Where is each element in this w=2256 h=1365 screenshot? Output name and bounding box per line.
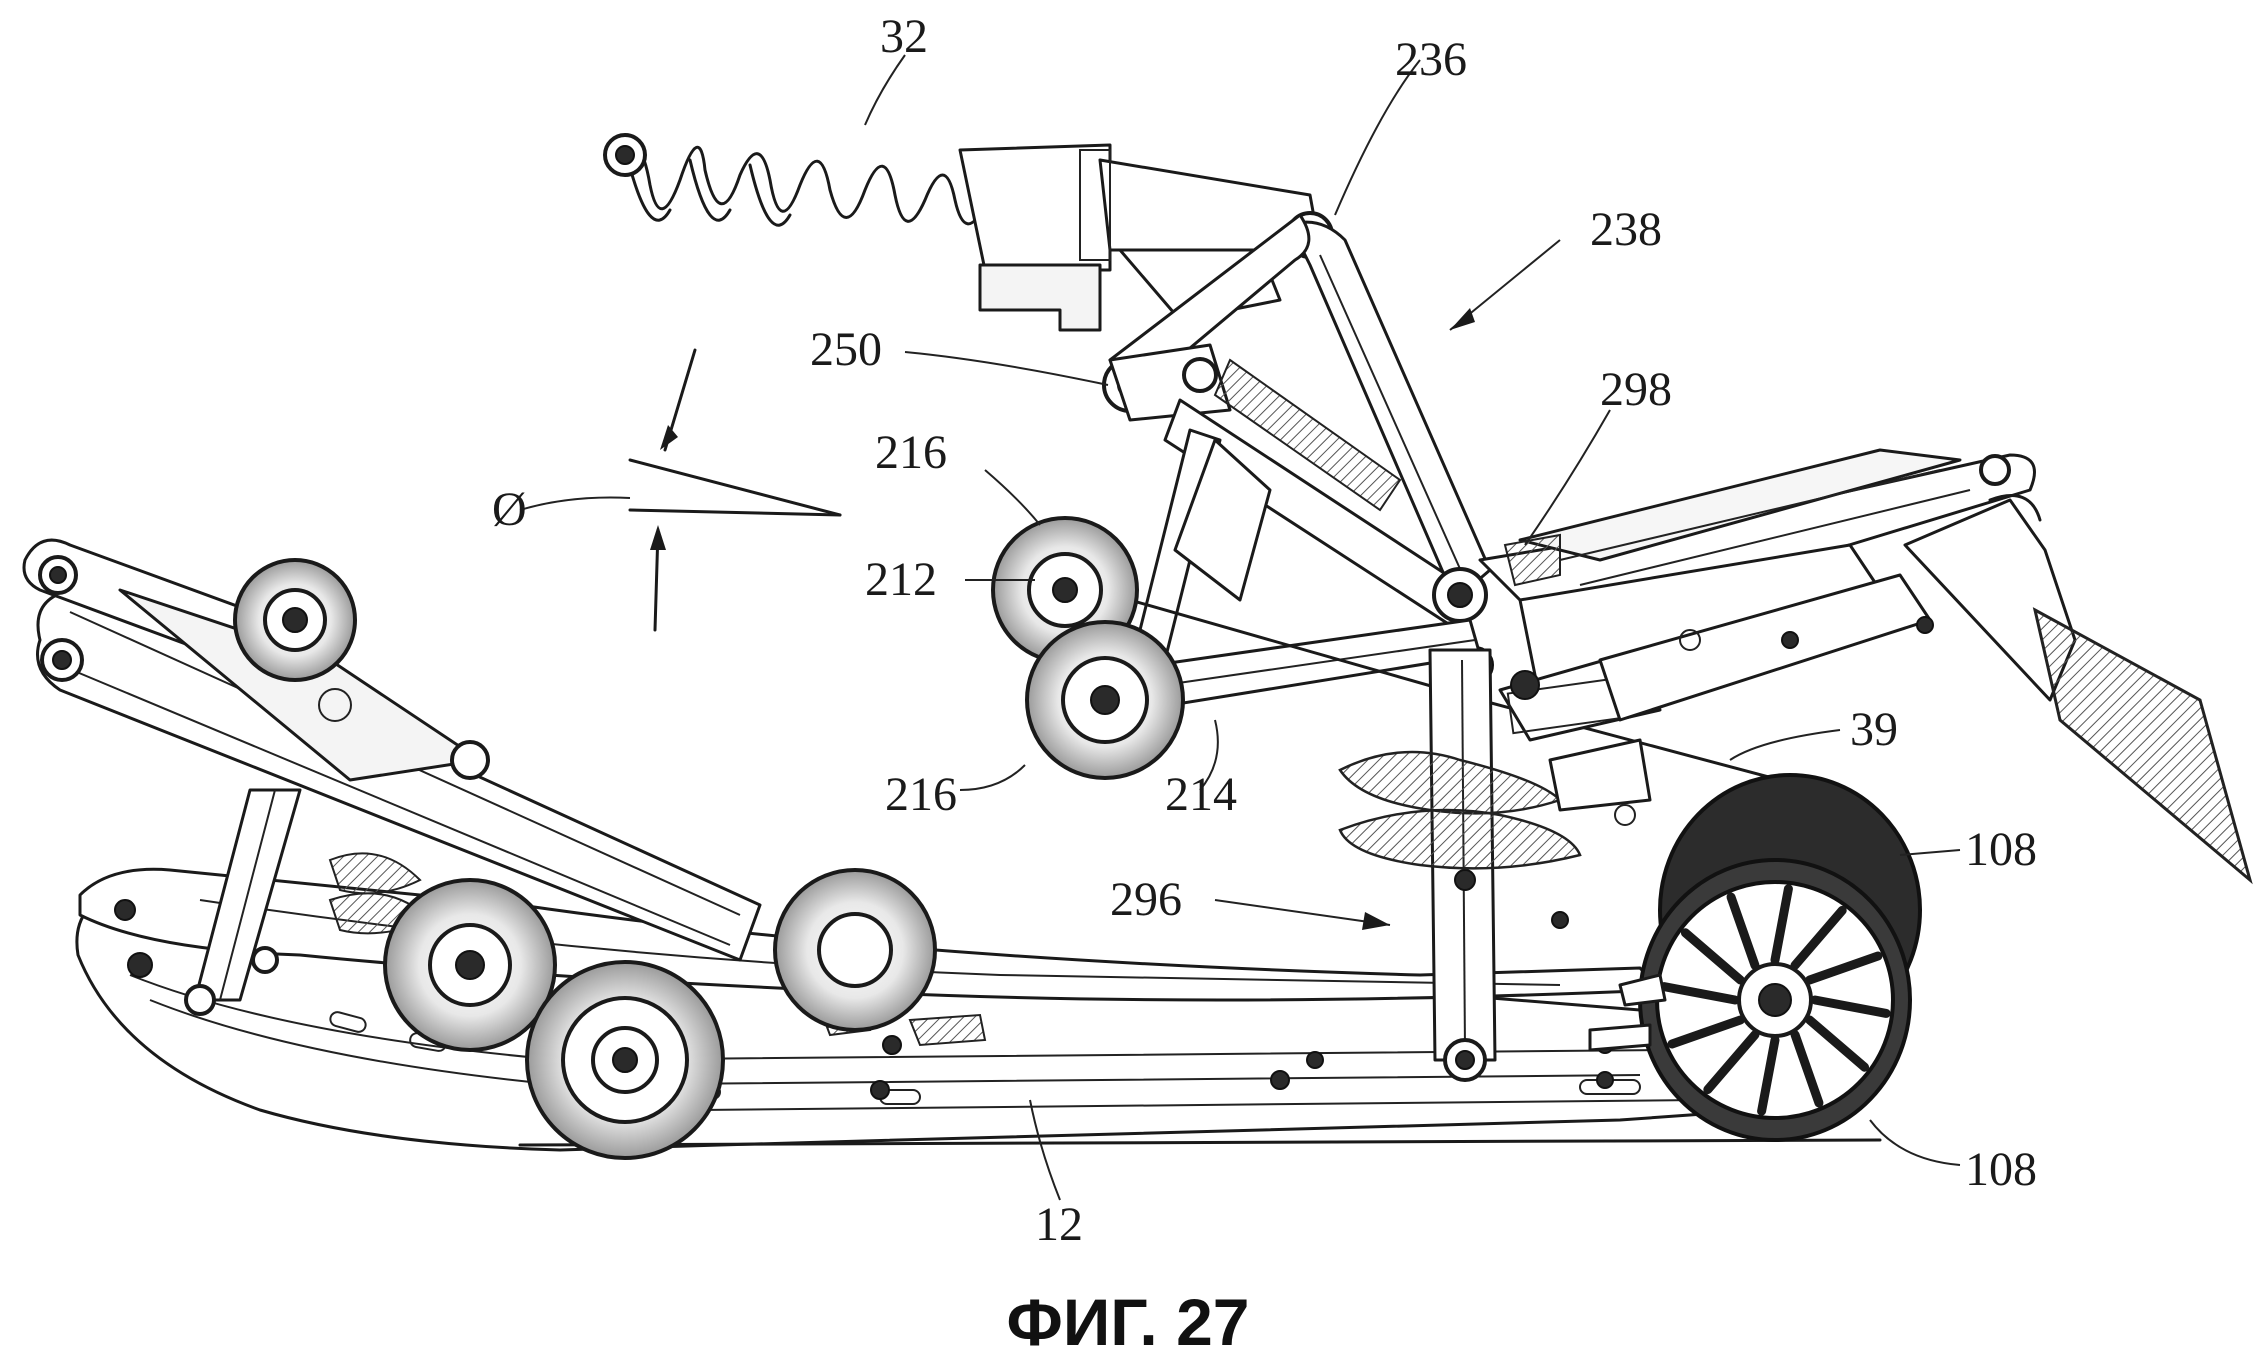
ref-108-top: 108 bbox=[1965, 823, 2037, 876]
reference-numerals: 32 236 238 250 298 216 212 216 214 39 10… bbox=[810, 10, 2037, 1251]
ref-12: 12 bbox=[1035, 1198, 1083, 1251]
wheel-spoke bbox=[1659, 982, 1740, 1005]
wheel-spoke bbox=[1805, 951, 1883, 985]
vertical-strut bbox=[1338, 648, 1582, 1082]
rocker-linkage bbox=[1102, 213, 1782, 782]
rear-idler-wheels bbox=[114, 868, 937, 1160]
front-arm bbox=[22, 538, 762, 962]
wheel-spoke bbox=[1667, 1015, 1745, 1049]
ref-250: 250 bbox=[810, 323, 882, 376]
ref-216-bottom: 216 bbox=[885, 768, 957, 821]
figure-caption: ФИГ. 27 bbox=[1006, 1285, 1249, 1359]
ref-296: 296 bbox=[1110, 873, 1182, 926]
ref-32: 32 bbox=[880, 10, 928, 63]
upper-idler-wheels bbox=[991, 516, 1185, 780]
wheel-spoke bbox=[1680, 928, 1745, 985]
rear-frame bbox=[1478, 448, 2253, 885]
ref-39: 39 bbox=[1850, 703, 1898, 756]
wheel-spoke bbox=[1757, 1035, 1780, 1116]
angle-symbol: Ø bbox=[492, 483, 527, 536]
angle-indicator: Ø bbox=[492, 348, 842, 632]
ref-216-top: 216 bbox=[875, 426, 947, 479]
rear-drive-wheels bbox=[1588, 773, 1922, 1142]
wheel-spoke bbox=[1703, 1030, 1760, 1095]
wheel-spoke bbox=[1805, 1015, 1870, 1072]
wheel-spoke bbox=[1810, 995, 1891, 1018]
ref-212: 212 bbox=[865, 553, 937, 606]
wheel-spoke bbox=[1790, 905, 1847, 970]
ref-214: 214 bbox=[1165, 768, 1237, 821]
ref-298: 298 bbox=[1600, 363, 1672, 416]
ref-236: 236 bbox=[1395, 33, 1467, 86]
wheel-spoke bbox=[1726, 892, 1760, 970]
ref-238: 238 bbox=[1590, 203, 1662, 256]
wheel-spoke bbox=[1790, 1030, 1824, 1108]
wheel-spoke bbox=[1770, 884, 1793, 965]
leader-lines bbox=[864, 54, 1961, 1201]
ref-108-bottom: 108 bbox=[1965, 1143, 2037, 1196]
